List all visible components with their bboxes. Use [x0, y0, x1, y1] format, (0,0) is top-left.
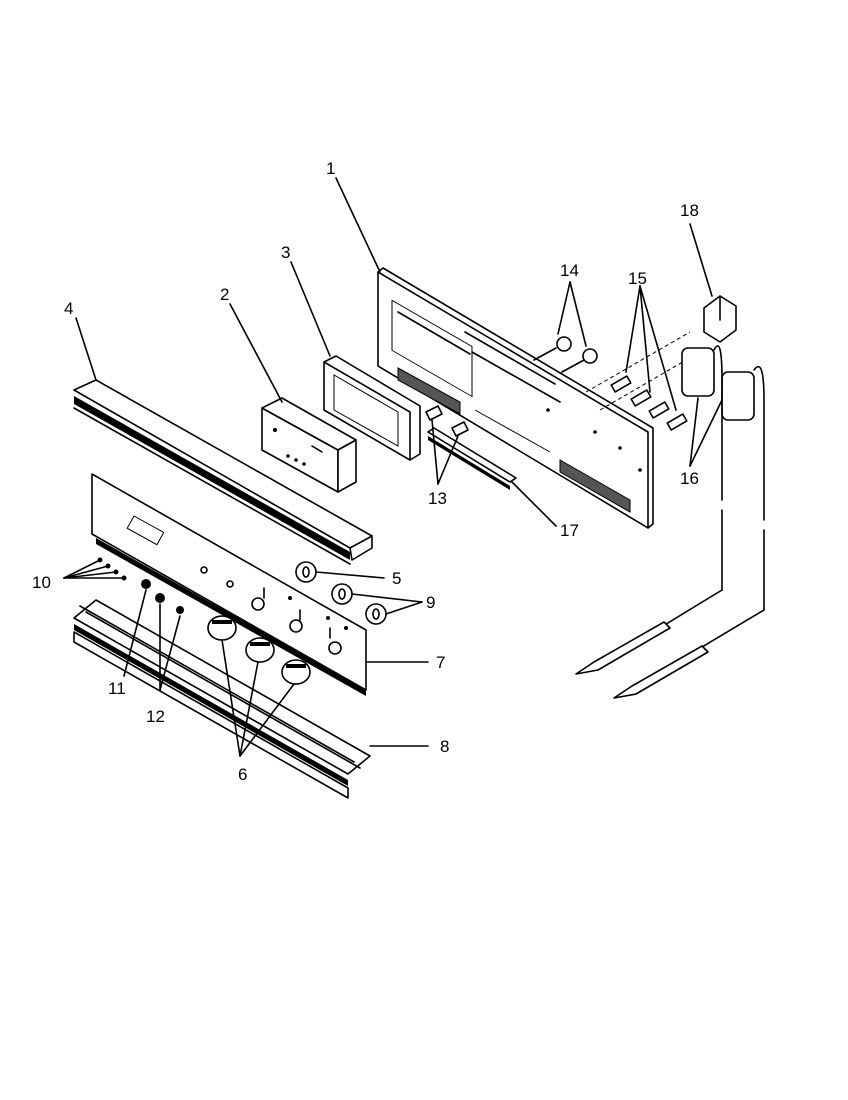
callout-8: 8 [440, 737, 449, 756]
callout-16: 16 [680, 469, 699, 488]
callout-3: 3 [281, 243, 290, 262]
callout-1: 1 [326, 159, 335, 178]
callout-labels: 1 2 3 4 5 6 7 8 9 10 11 12 13 14 15 16 1… [32, 159, 699, 784]
part-13-clips [425, 405, 469, 437]
callout-15: 15 [628, 269, 647, 288]
callout-17: 17 [560, 521, 579, 540]
callout-10: 10 [32, 573, 51, 592]
callout-12: 12 [146, 707, 165, 726]
callout-18: 18 [680, 201, 699, 220]
part-1-back-panel [377, 267, 654, 529]
callout-2: 2 [220, 285, 229, 304]
part-14-screws [533, 336, 598, 373]
part-15-connectors [585, 331, 701, 431]
callout-4: 4 [64, 299, 73, 318]
part-18-block [703, 295, 737, 343]
part-6-knobs [207, 615, 311, 685]
part-16-probes [575, 345, 765, 699]
part-4-top-trim [73, 379, 373, 565]
part-8-bottom-trim [73, 599, 371, 799]
part-17-rail [427, 427, 517, 490]
callout-7: 7 [436, 653, 445, 672]
callout-5: 5 [392, 569, 401, 588]
callout-9: 9 [426, 593, 435, 612]
callout-6: 6 [238, 765, 247, 784]
leader-lines [63, 177, 723, 757]
part-5-9-rings [295, 561, 387, 625]
part-3-display-frame [323, 355, 421, 461]
callout-14: 14 [560, 261, 579, 280]
callout-11: 11 [108, 679, 126, 698]
part-2-control-module [261, 397, 357, 493]
part-10-11-12-buttons [97, 557, 234, 614]
callout-13: 13 [428, 489, 447, 508]
